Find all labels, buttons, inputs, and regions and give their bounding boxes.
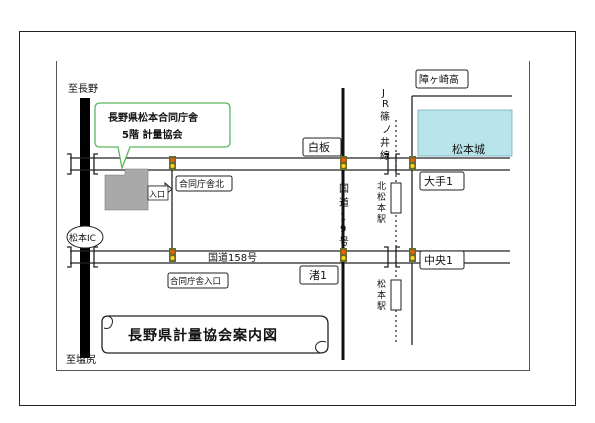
traffic-light-icon bbox=[340, 248, 347, 262]
kita-matsumoto-char: 本 bbox=[377, 202, 386, 214]
road-end-marker bbox=[384, 246, 389, 268]
government-building bbox=[104, 168, 149, 211]
jr-line-char: 篠 bbox=[380, 110, 390, 123]
godo-kita-box bbox=[175, 175, 233, 192]
map-title: 長野県計量協会案内図 bbox=[128, 327, 278, 344]
ote1-label: 大手1 bbox=[424, 174, 453, 188]
nagisa-label: 渚1 bbox=[309, 269, 327, 282]
scroll-curl bbox=[103, 315, 113, 329]
route158-label: 国道158号 bbox=[208, 251, 257, 264]
jr-line-char: ノ bbox=[382, 125, 392, 136]
callout-bubble bbox=[94, 102, 231, 171]
shirota-box bbox=[302, 137, 342, 157]
shirota-label: 白板 bbox=[308, 140, 330, 154]
traffic-light-icon bbox=[169, 248, 176, 262]
entrance-box bbox=[147, 185, 169, 201]
road-end-marker bbox=[93, 153, 98, 175]
callout-line1: 長野県松本合同庁舎 bbox=[108, 111, 199, 124]
hajigasaki-box bbox=[415, 69, 469, 89]
kita-matsumoto-station bbox=[390, 182, 402, 214]
matsumoto-castle-area bbox=[417, 109, 513, 157]
kita-matsumoto-char: 駅 bbox=[377, 214, 386, 225]
to-shiojiri-label: 至塩尻 bbox=[66, 353, 96, 366]
godo-kita-label: 合同庁舎北 bbox=[179, 178, 224, 190]
godo-iriguchi-box bbox=[167, 272, 229, 289]
traffic-light-icon bbox=[340, 156, 347, 170]
route19-char: 号 bbox=[339, 236, 349, 248]
matsumoto-station-char: 駅 bbox=[377, 301, 386, 312]
entrance-label: 入口 bbox=[149, 190, 165, 199]
jr-line-char: 線 bbox=[380, 149, 390, 162]
road-end-marker bbox=[67, 246, 72, 268]
hajigasaki-label: 障ヶ崎高 bbox=[419, 73, 459, 86]
chuo1-label: 中央1 bbox=[424, 254, 453, 267]
scroll-curl bbox=[315, 340, 327, 354]
route19-char: 9 bbox=[340, 224, 346, 235]
route19-char: 1 bbox=[340, 212, 346, 223]
matsumoto-ic-label: 松本IC bbox=[69, 232, 96, 244]
chuo1-box bbox=[419, 250, 465, 270]
road-end-marker bbox=[384, 153, 389, 175]
road-end-marker bbox=[395, 153, 400, 175]
kita-matsumoto-char: 北 bbox=[377, 181, 386, 192]
matsumoto-ic-marker bbox=[66, 225, 104, 249]
godo-iriguchi-label: 合同庁舎入口 bbox=[170, 276, 221, 287]
traffic-light-icon bbox=[409, 248, 416, 262]
to-nagano-label: 至長野 bbox=[68, 83, 98, 95]
route19-char: 国 bbox=[339, 183, 349, 195]
callout-line2: 5階 計量協会 bbox=[122, 128, 182, 141]
route19-char: 道 bbox=[339, 196, 349, 209]
traffic-light-icon bbox=[169, 156, 176, 170]
matsumoto-station-char: 松 bbox=[377, 278, 386, 290]
matsumoto-station-char: 本 bbox=[377, 289, 386, 301]
jr-line-char: R bbox=[382, 99, 389, 110]
matsumoto-station bbox=[390, 279, 402, 311]
jr-line-char: J bbox=[381, 88, 385, 99]
road-end-marker bbox=[93, 246, 98, 268]
nagisa-box bbox=[299, 265, 339, 285]
traffic-light-icon bbox=[409, 156, 416, 170]
jr-line-char: 井 bbox=[380, 136, 390, 149]
ote1-box bbox=[419, 171, 465, 191]
kita-matsumoto-char: 松 bbox=[377, 191, 386, 203]
matsumoto-castle-label: 松本城 bbox=[452, 142, 485, 156]
road-end-marker bbox=[67, 153, 72, 175]
outer-frame bbox=[19, 31, 576, 406]
